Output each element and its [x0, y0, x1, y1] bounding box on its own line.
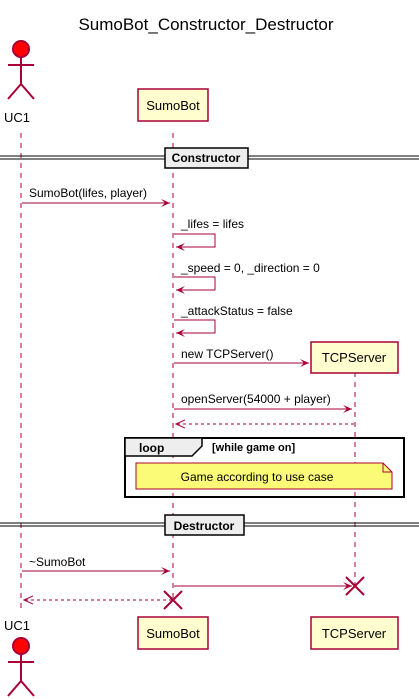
- participant-tcpserver-label: TCPServer: [322, 626, 387, 641]
- divider-destructor-label: Destructor: [174, 519, 235, 533]
- loop-fragment: loop [while game on]: [124, 437, 405, 498]
- actor-uc1-top[interactable]: UC1: [4, 40, 35, 125]
- participant-sumobot-top[interactable]: SumoBot: [137, 88, 209, 122]
- actor-head-icon: [12, 40, 30, 58]
- loop-condition: [while game on]: [212, 442, 295, 454]
- divider-destructor: Destructor: [0, 514, 419, 536]
- participant-sumobot-bottom[interactable]: SumoBot: [137, 616, 209, 650]
- participant-tcpserver-created[interactable]: TCPServer: [310, 341, 399, 374]
- actor-head-icon: [12, 637, 30, 655]
- actor-body-icon: [7, 654, 35, 697]
- message-label: _attackStatus = false: [180, 304, 293, 318]
- actor-body-icon: [7, 57, 35, 100]
- note-text: Game according to use case: [181, 470, 334, 484]
- divider-constructor: Constructor: [0, 147, 419, 169]
- self-message-arrow: [174, 319, 216, 337]
- participant-tcpserver-label: TCPServer: [322, 350, 387, 365]
- message-label: new TCPServer(): [181, 347, 273, 361]
- self-message-arrow: [174, 276, 216, 294]
- message-label: SumoBot(lifes, player): [29, 186, 147, 200]
- divider-constructor-label: Constructor: [172, 151, 241, 165]
- actor-uc1-bottom[interactable]: UC1: [4, 618, 35, 697]
- note: Game according to use case: [135, 462, 393, 490]
- participant-sumobot-label: SumoBot: [146, 98, 200, 113]
- destroy-sumobot-icon: [163, 590, 183, 610]
- destroy-tcpserver-icon: [345, 576, 365, 596]
- diagram-title: SumoBot_Constructor_Destructor: [78, 15, 333, 34]
- participant-sumobot-label: SumoBot: [146, 626, 200, 641]
- actor-label-top: UC1: [4, 110, 30, 125]
- message-label: _speed = 0, _direction = 0: [180, 261, 320, 275]
- actor-label-bottom: UC1: [4, 618, 30, 633]
- loop-keyword: loop: [139, 441, 164, 455]
- message-label: ~SumoBot: [29, 555, 86, 569]
- message-label: _lifes = lifes: [180, 217, 244, 231]
- self-message-arrow: [174, 233, 216, 251]
- participant-tcpserver-bottom[interactable]: TCPServer: [310, 616, 399, 650]
- message-label: openServer(54000 + player): [181, 392, 331, 406]
